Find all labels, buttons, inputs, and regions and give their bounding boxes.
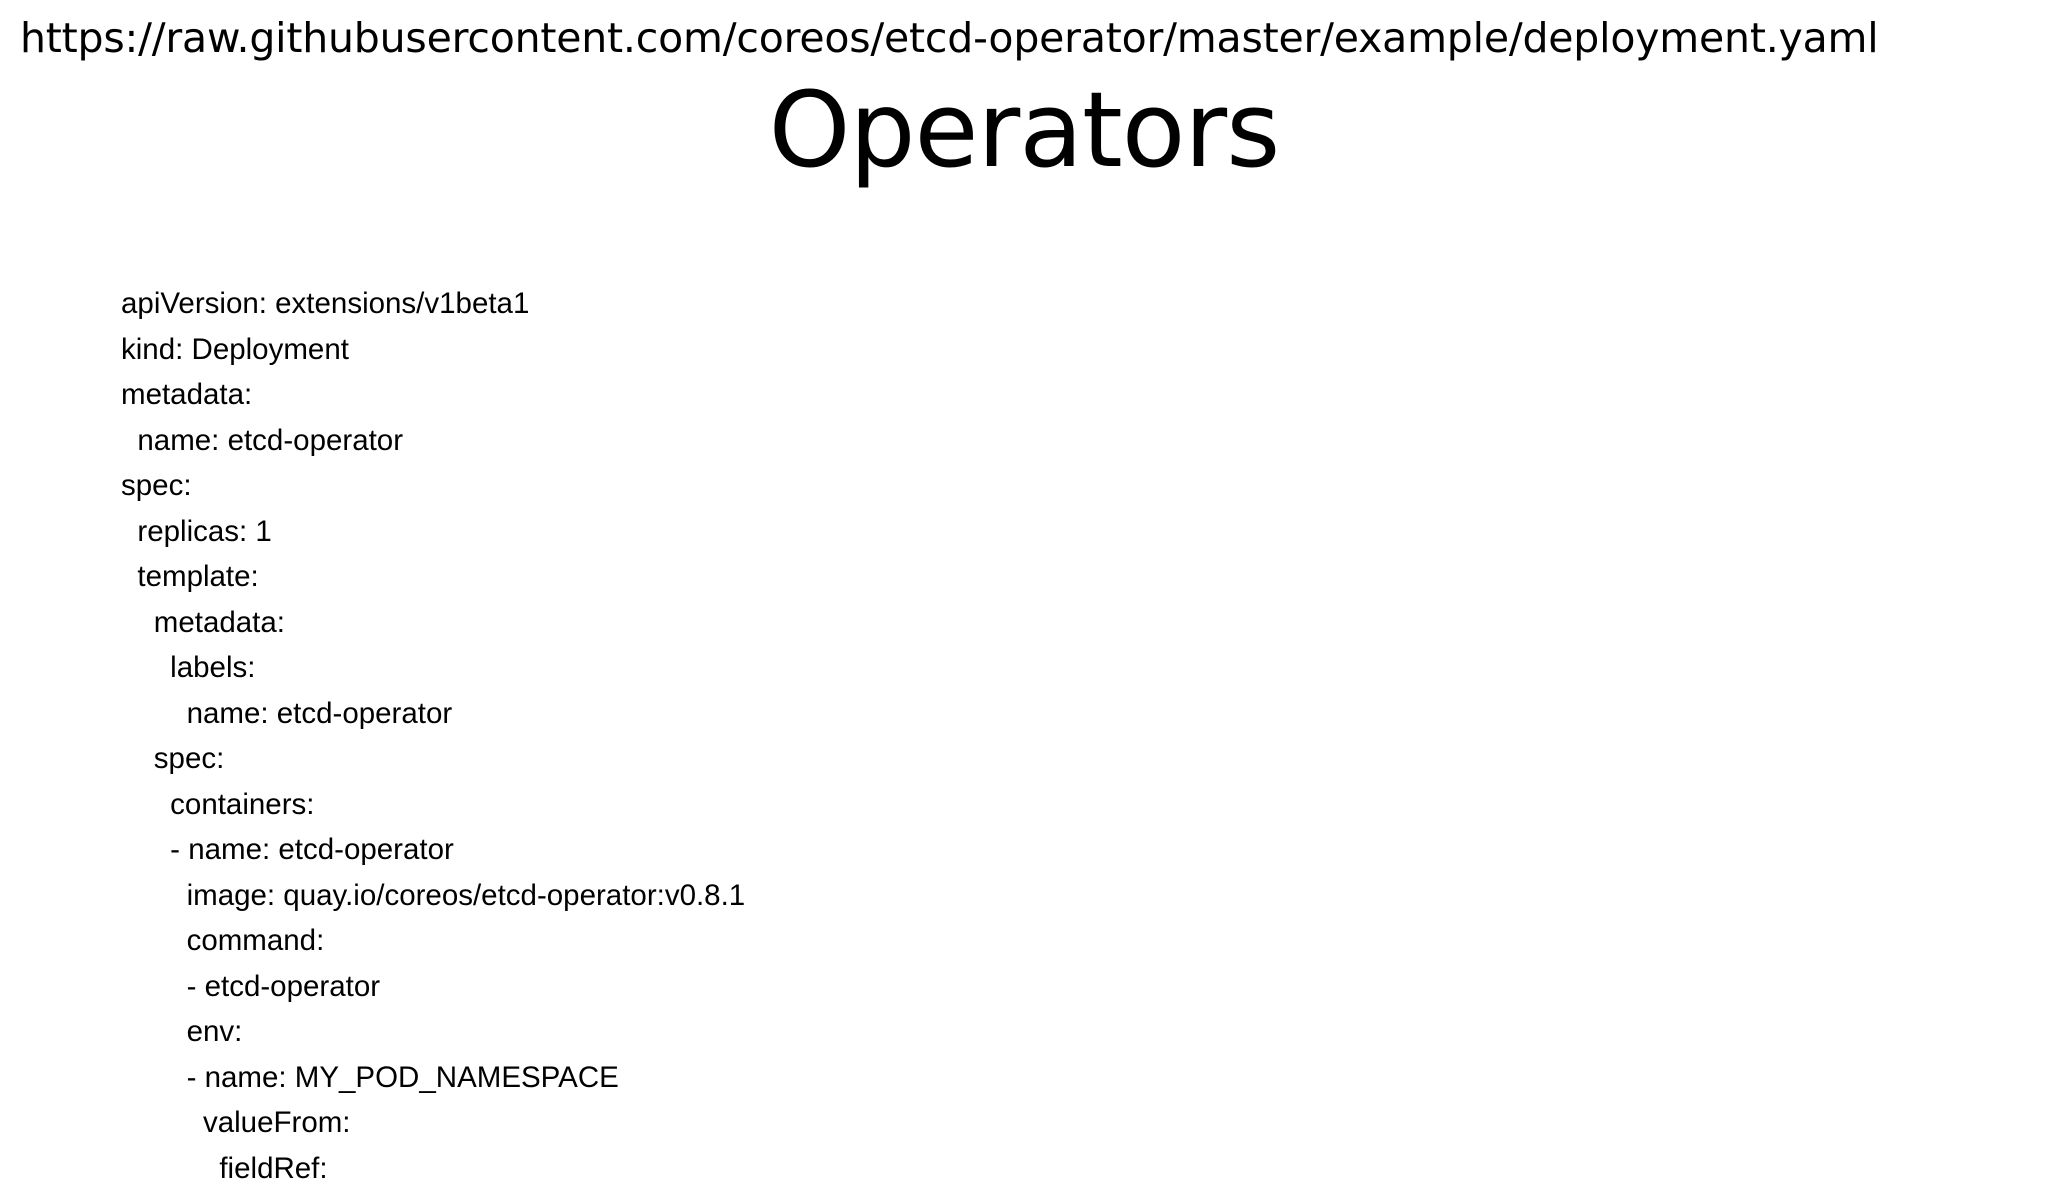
yaml-line: - name: etcd-operator xyxy=(121,827,1621,873)
yaml-line: apiVersion: extensions/v1beta1 xyxy=(121,281,1621,327)
yaml-line: labels: xyxy=(121,645,1621,691)
yaml-line: metadata: xyxy=(121,600,1621,646)
yaml-line: metadata: xyxy=(121,372,1621,418)
yaml-line: - name: MY_POD_NAMESPACE xyxy=(121,1055,1621,1101)
yaml-line: spec: xyxy=(121,736,1621,782)
yaml-line: containers: xyxy=(121,782,1621,828)
yaml-line: spec: xyxy=(121,463,1621,509)
yaml-line: name: etcd-operator xyxy=(121,418,1621,464)
yaml-line: replicas: 1 xyxy=(121,509,1621,555)
yaml-line: image: quay.io/coreos/etcd-operator:v0.8… xyxy=(121,873,1621,919)
yaml-line: name: etcd-operator xyxy=(121,691,1621,737)
yaml-line: command: xyxy=(121,918,1621,964)
slide-canvas: https://raw.githubusercontent.com/coreos… xyxy=(0,0,2048,1152)
page-title: Operators xyxy=(0,72,2048,188)
yaml-line: template: xyxy=(121,554,1621,600)
yaml-line: - etcd-operator xyxy=(121,964,1621,1010)
yaml-line: kind: Deployment xyxy=(121,327,1621,373)
yaml-line: fieldRef: xyxy=(121,1146,1621,1191)
source-url-header: https://raw.githubusercontent.com/coreos… xyxy=(20,14,2028,63)
yaml-line: env: xyxy=(121,1009,1621,1055)
yaml-line: valueFrom: xyxy=(121,1100,1621,1146)
